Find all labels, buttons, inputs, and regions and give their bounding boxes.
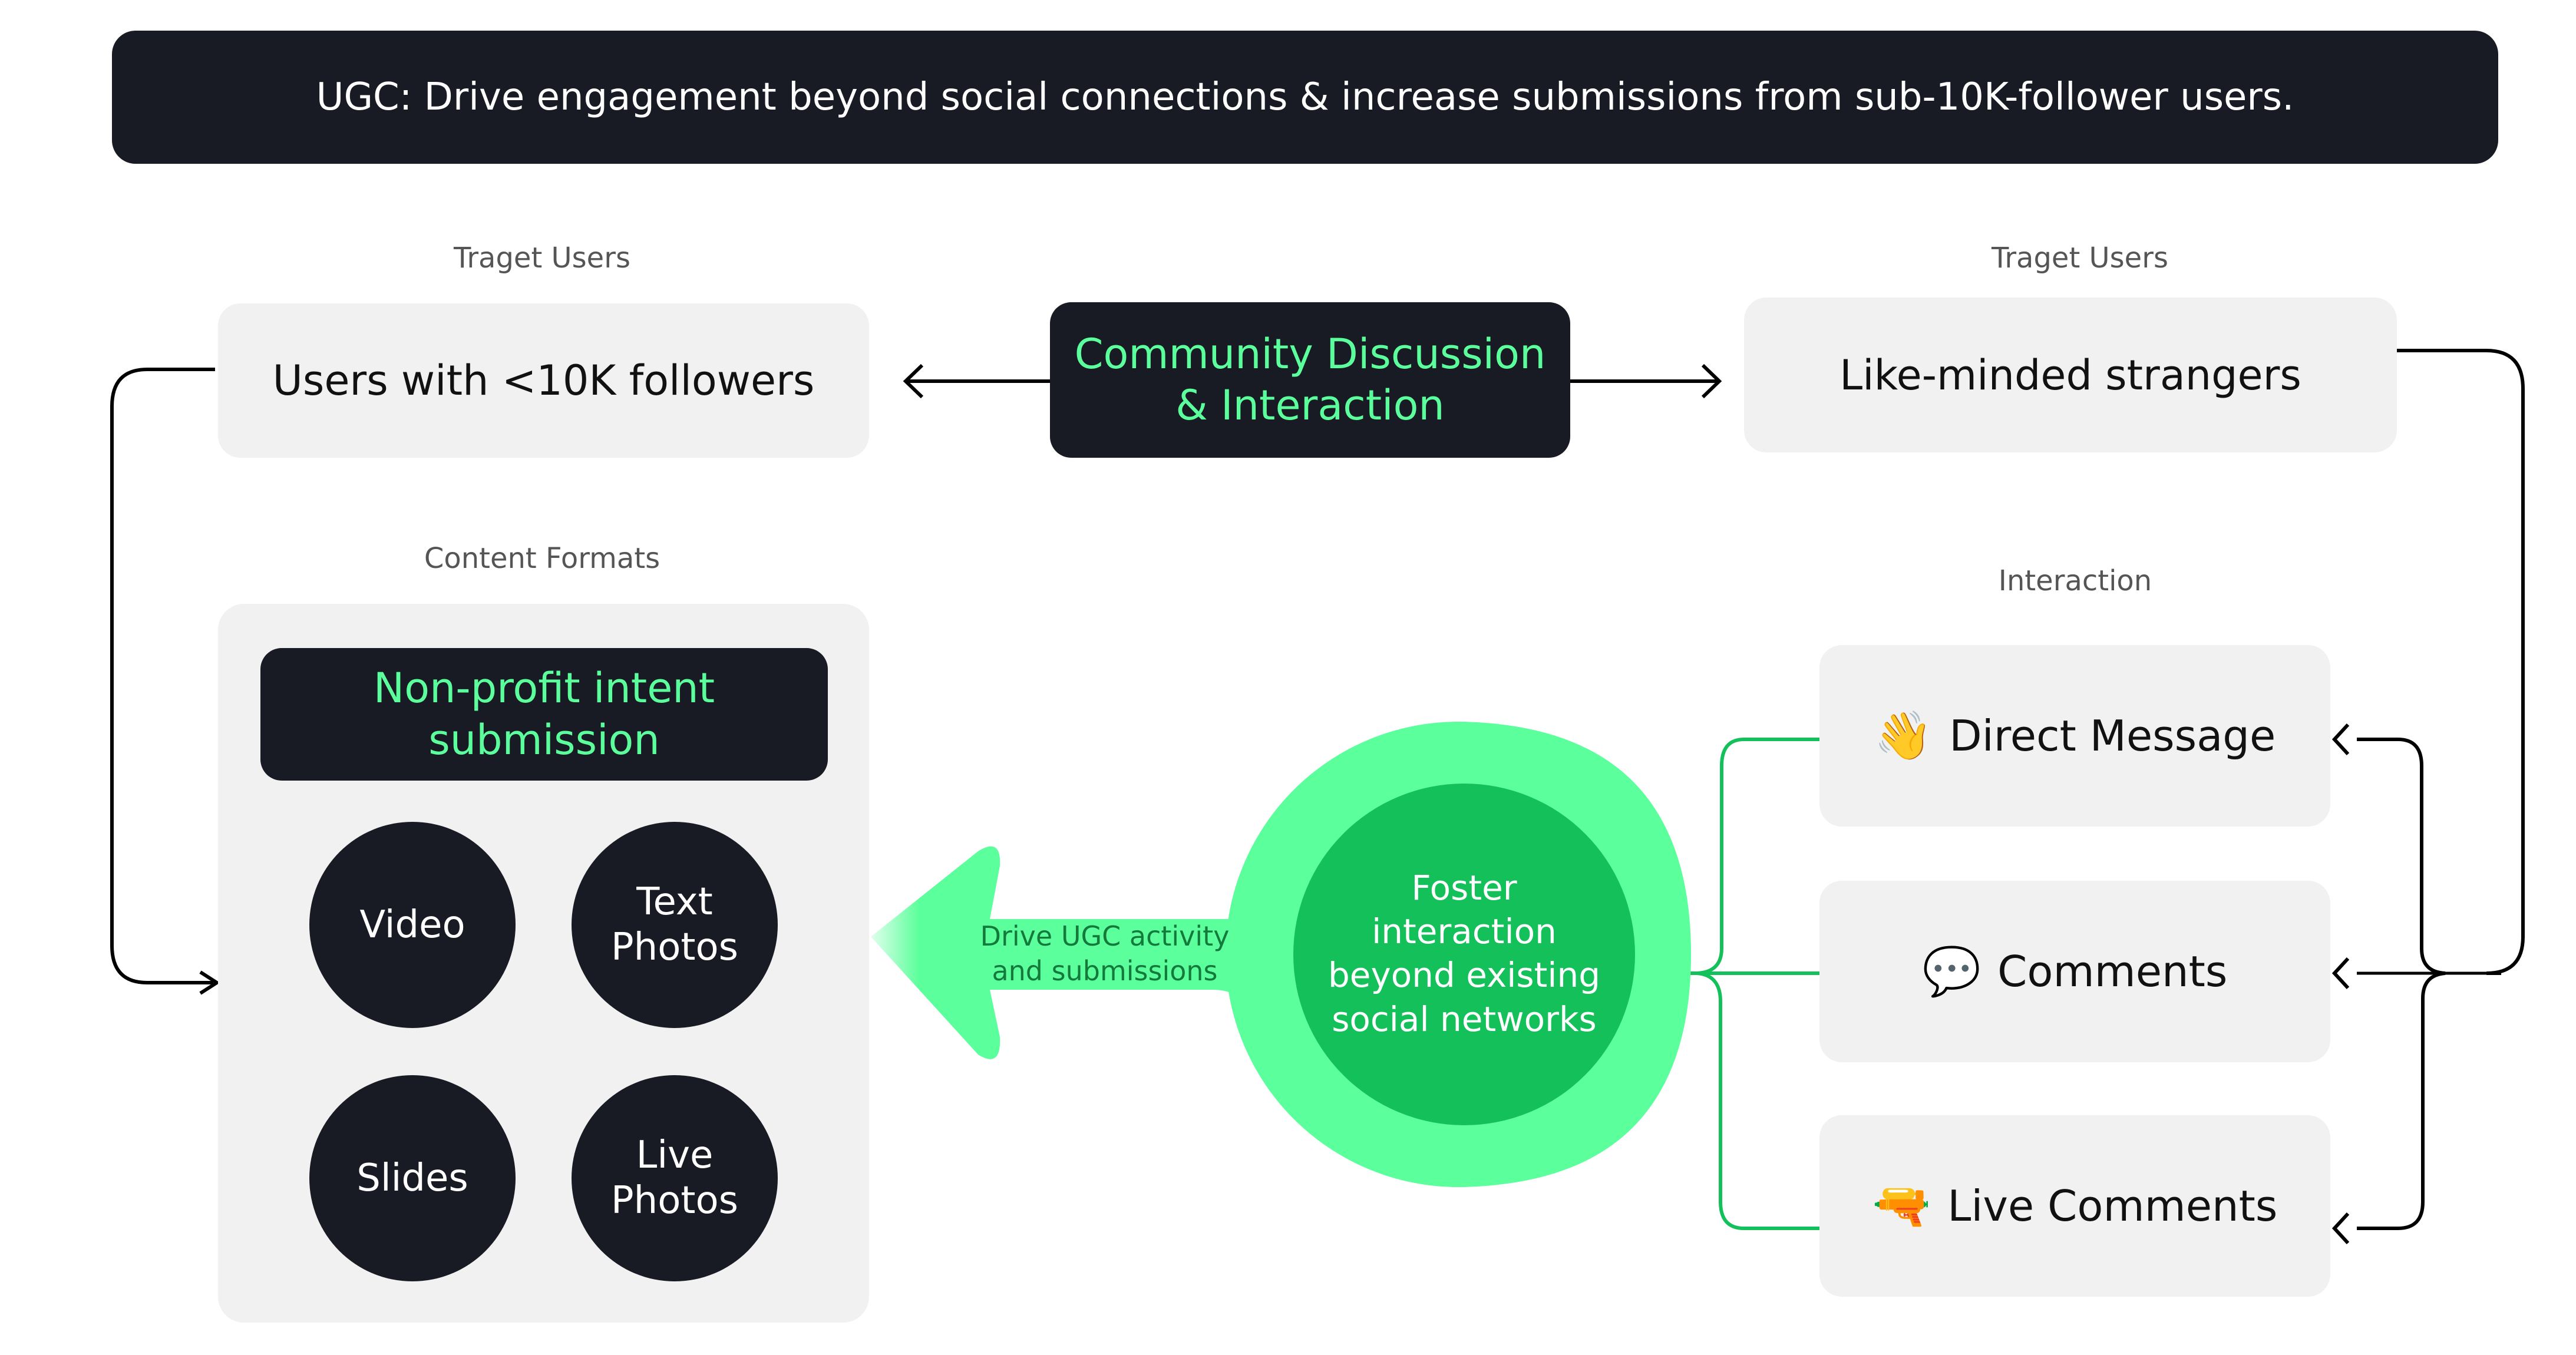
arrowhead-left-loop (199, 970, 220, 995)
connector-left-loop (110, 368, 215, 984)
format-video[interactable]: Video (309, 822, 516, 1028)
like-minded-strangers-box[interactable]: Like-minded strangers (1744, 298, 2397, 452)
community-discussion-line2: & Interaction (1175, 381, 1445, 429)
foster-interaction-text: Foster interaction beyond existing socia… (1327, 868, 1601, 1039)
format-slides[interactable]: Slides (309, 1075, 516, 1281)
nonprofit-submission-pill[interactable]: Non-profit intent submission (260, 648, 828, 781)
format-slides-label: Slides (356, 1156, 468, 1200)
interaction-comments-label: Comments (1997, 947, 2228, 996)
community-discussion-line1: Community Discussion (1074, 329, 1546, 378)
arrowhead-center-right (1701, 363, 1722, 399)
interaction-direct-message[interactable]: 👋 Direct Message (1819, 645, 2330, 827)
connector-right-loop (2397, 349, 2525, 975)
interaction-live-comments[interactable]: 🔫 Live Comments (1819, 1115, 2330, 1297)
format-live-photos[interactable]: Live Photos (572, 1075, 778, 1281)
interaction-direct-message-label: Direct Message (1949, 711, 2276, 761)
community-discussion-box[interactable]: Community Discussion & Interaction (1050, 302, 1570, 458)
format-video-label: Video (359, 903, 465, 947)
goal-banner-text: UGC: Drive engagement beyond social conn… (316, 75, 2294, 119)
format-live-photos-label: Live Photos (611, 1133, 738, 1222)
arrowhead-live (2331, 1212, 2350, 1245)
green-connector-live (1696, 971, 1819, 1230)
arrowhead-center-left (903, 363, 924, 399)
interaction-comments[interactable]: 💬 Comments (1819, 881, 2330, 1062)
arrowhead-comments (2331, 957, 2350, 990)
target-users-label-left: Traget Users (454, 242, 630, 275)
connector-bracket-live (2357, 971, 2446, 1230)
content-formats-label: Content Formats (424, 542, 660, 575)
like-minded-strangers-text: Like-minded strangers (1839, 351, 2301, 399)
waving-hand-icon: 👋 (1874, 708, 1933, 763)
water-pistol-icon: 🔫 (1872, 1178, 1931, 1233)
goal-banner: UGC: Drive engagement beyond social conn… (112, 31, 2498, 164)
green-connector-dm (1696, 738, 1819, 975)
speech-bubble-icon: 💬 (1922, 944, 1981, 999)
users-under-10k-text: Users with <10K followers (272, 356, 815, 405)
target-users-label-right: Traget Users (1992, 242, 2168, 275)
format-text-photos-label: Text Photos (611, 880, 738, 969)
interaction-live-comments-label: Live Comments (1947, 1181, 2278, 1231)
nonprofit-submission-text: Non-profit intent submission (373, 664, 715, 764)
interaction-label: Interaction (1998, 564, 2152, 597)
arrowhead-dm (2331, 723, 2350, 756)
format-text-photos[interactable]: Text Photos (572, 822, 778, 1028)
hub-inner-circle (1293, 784, 1635, 1125)
connector-bracket-dm (2357, 738, 2446, 975)
drive-ugc-text: Drive UGC activity and submissions (980, 920, 1230, 987)
users-under-10k-box[interactable]: Users with <10K followers (218, 303, 869, 458)
